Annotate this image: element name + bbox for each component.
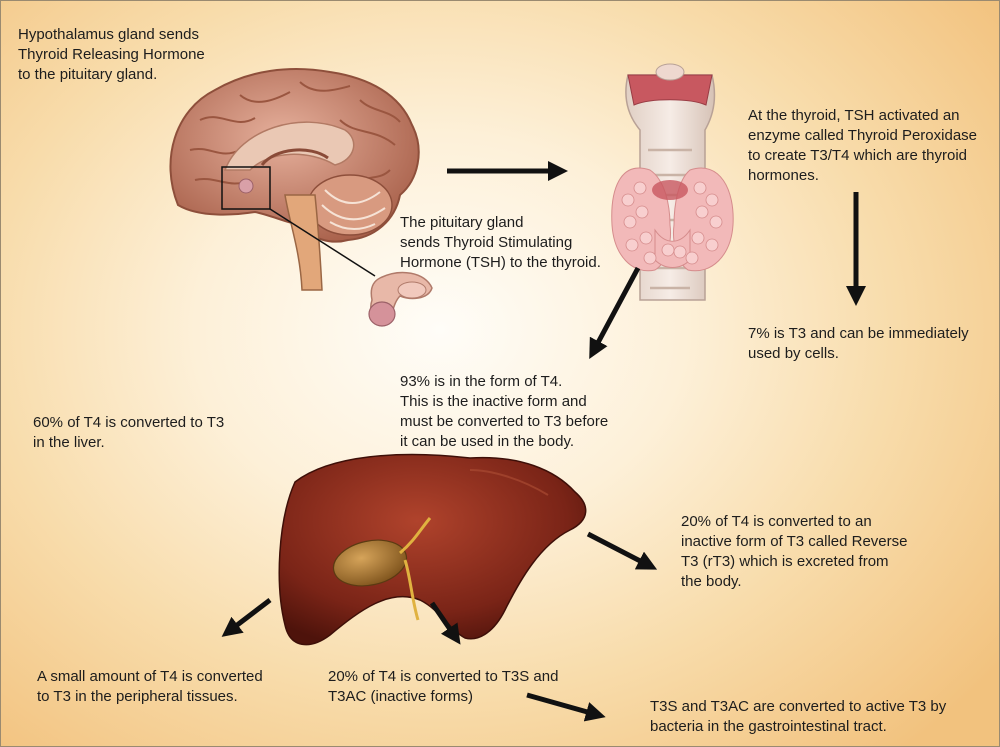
liver-conversion-note: 60% of T4 is converted to T3 in the live… bbox=[33, 414, 225, 451]
arrow-t3s-to-gi bbox=[526, 692, 606, 722]
thyroid-illustration bbox=[611, 63, 734, 301]
gi-tract-note: T3S and T3AC are converted to active T3 … bbox=[650, 698, 947, 735]
pituitary-illustration bbox=[368, 271, 433, 327]
hypothalamus-note: Hypothalamus gland sends Thyroid Releasi… bbox=[18, 26, 205, 83]
arrow-thyroid-to-t4 bbox=[589, 266, 641, 360]
liver-illustration bbox=[278, 453, 587, 646]
pituitary-note: The pituitary gland sends Thyroid Stimul… bbox=[400, 214, 601, 271]
arrow-liver-to-reverse-t3 bbox=[586, 531, 658, 570]
t3s-t3ac-note: 20% of T4 is converted to T3S and T3AC (… bbox=[328, 668, 559, 705]
arrow-liver-to-peripheral bbox=[221, 598, 272, 637]
brain-illustration bbox=[169, 68, 420, 291]
peripheral-note: A small amount of T4 is converted to T3 … bbox=[37, 668, 263, 705]
t3-immediate-note: 7% is T3 and can be immediately used by … bbox=[748, 325, 969, 362]
reverse-t3-note: 20% of T4 is converted to an inactive fo… bbox=[681, 513, 908, 590]
arrow-liver-to-t3s bbox=[429, 601, 461, 645]
thyroid-note: At the thyroid, TSH activated an enzyme … bbox=[748, 107, 978, 184]
flow-arrows bbox=[221, 161, 866, 722]
t4-inactive-note: 93% is in the form of T4. This is the in… bbox=[400, 373, 609, 450]
